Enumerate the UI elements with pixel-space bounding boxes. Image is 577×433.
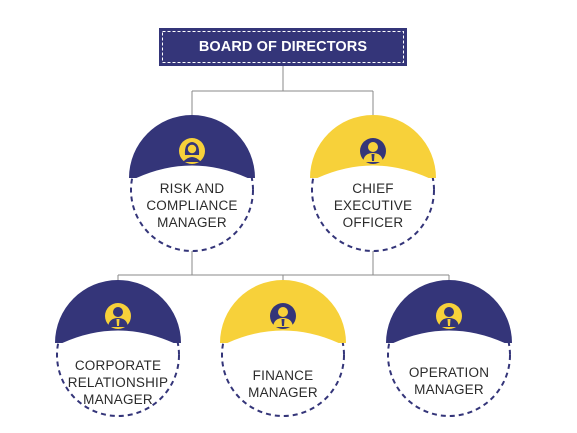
- node-label-line: FINANCE: [252, 368, 314, 383]
- male-person-icon: [105, 303, 131, 329]
- node-ceo: [310, 115, 436, 252]
- node-inner-arc: [226, 332, 340, 344]
- node-label-ceo: CHIEF EXECUTIVE OFFICER: [313, 180, 433, 231]
- node-risk: [129, 115, 255, 252]
- node-label-line: MANAGER: [157, 215, 227, 230]
- node-label-line: MANAGER: [414, 382, 484, 397]
- node-label-finance: FINANCE MANAGER: [223, 367, 343, 401]
- node-operation: [386, 280, 512, 417]
- female-person-icon: [179, 138, 205, 164]
- node-label-line: RISK AND: [159, 181, 225, 196]
- node-label-line: OPERATION: [408, 365, 490, 380]
- header-background: [159, 28, 407, 66]
- header-dashed-border: [162, 31, 404, 63]
- connector-lines: [117, 66, 450, 287]
- node-inner-arc: [135, 167, 249, 179]
- header-title: BOARD OF DIRECTORS: [198, 39, 368, 55]
- node-label-line: OFFICER: [342, 215, 404, 230]
- node-label-line: RELATIONSHIP: [67, 375, 169, 390]
- node-label-crm: CORPORATE RELATIONSHIP MANAGER: [58, 357, 178, 408]
- male-person-icon: [436, 303, 462, 329]
- node-label-line: CORPORATE: [74, 358, 162, 373]
- node-crm: [55, 280, 181, 417]
- node-label-line: EXECUTIVE: [333, 198, 413, 213]
- board-of-directors-box: BOARD OF DIRECTORS: [159, 28, 407, 66]
- node-inner-arc: [316, 167, 430, 179]
- nodes-layer: [55, 115, 512, 417]
- node-label-line: MANAGER: [248, 385, 318, 400]
- male-person-icon: [360, 138, 386, 164]
- header-frame: [159, 28, 407, 66]
- node-label-operation: OPERATION MANAGER: [389, 364, 509, 398]
- node-finance: [220, 280, 346, 417]
- node-inner-arc: [392, 332, 506, 344]
- node-label-line: MANAGER: [83, 392, 153, 407]
- node-label-risk: RISK AND COMPLIANCE MANAGER: [132, 180, 252, 231]
- node-label-line: COMPLIANCE: [146, 198, 238, 213]
- node-label-line: CHIEF: [352, 181, 394, 196]
- node-inner-arc: [61, 332, 175, 344]
- male-person-icon: [270, 303, 296, 329]
